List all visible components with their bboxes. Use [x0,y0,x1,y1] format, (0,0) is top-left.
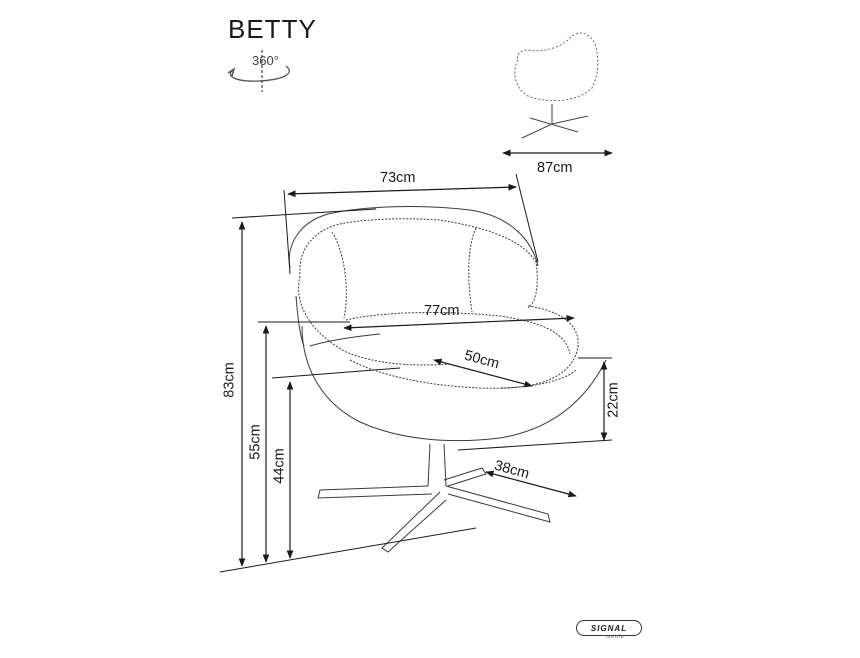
label-overall-width: 87cm [537,160,573,176]
arrow-seat-depth [433,358,533,388]
rotation-360-icon [227,50,290,92]
arrow-back-width [287,183,517,198]
dimension-arrows [238,183,608,567]
label-total-height: 83cm [221,362,238,398]
rotation-label: 360° [252,53,279,68]
label-seat-width: 77cm [424,303,460,319]
label-back-width: 73cm [380,170,416,186]
label-seat-height: 44cm [271,448,288,484]
brand-logo: SIGNAL [576,620,642,636]
label-armrest-height: 22cm [605,382,622,418]
arrow-seat-width [343,314,575,332]
label-armrest-floor-height: 55cm [247,424,264,460]
brand-sub: meble [606,634,625,640]
chair-front-view [288,206,607,553]
product-title: BETTY [228,14,317,44]
brand-name: SIGNAL [590,623,628,633]
reference-lines [219,173,613,573]
side-view-sketch [514,32,599,139]
arrow-base-radius [485,470,577,498]
